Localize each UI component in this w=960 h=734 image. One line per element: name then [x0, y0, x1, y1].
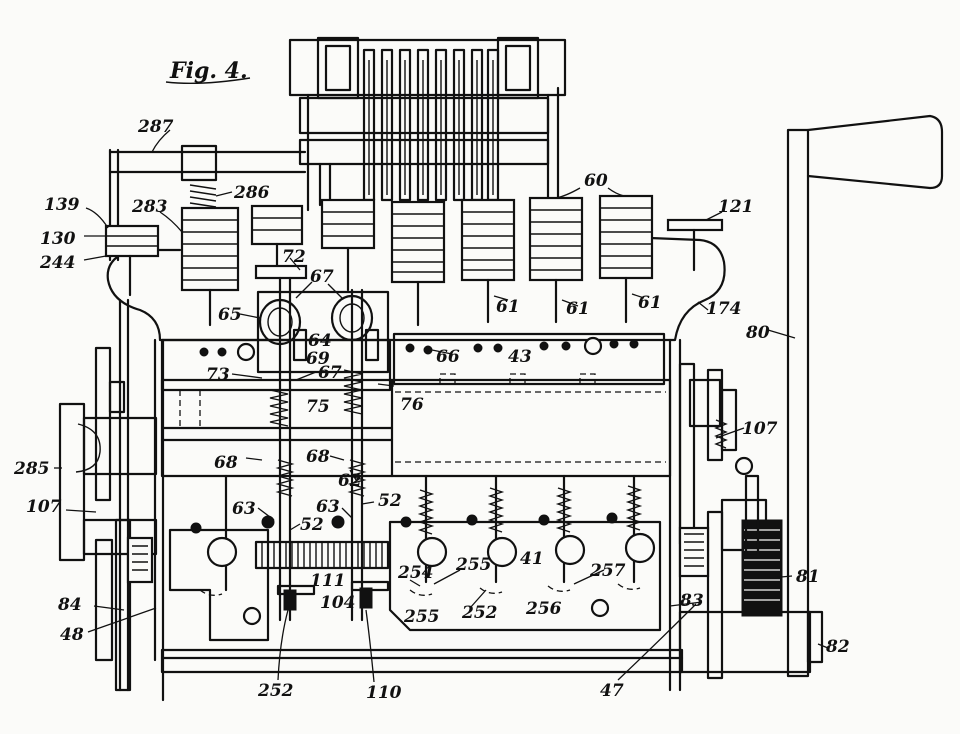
label-63b: 63: [316, 497, 340, 517]
label-139: 139: [44, 195, 80, 215]
label-76: 76: [400, 395, 424, 415]
label-252a: 252: [461, 603, 498, 623]
center-linkage: [254, 264, 390, 622]
label-286: 286: [233, 183, 270, 203]
drum: [160, 378, 722, 478]
label-52a: 52: [378, 491, 402, 511]
threaded-rod: [254, 540, 390, 611]
label-256: 256: [525, 599, 562, 619]
label-75: 75: [306, 397, 330, 417]
label-287: 287: [137, 117, 174, 137]
label-283: 283: [131, 197, 168, 217]
label-69: 69: [306, 349, 330, 369]
label-47: 47: [600, 681, 624, 701]
label-61b: 61: [566, 299, 590, 319]
label-63a: 63: [232, 499, 256, 519]
label-81: 81: [795, 567, 820, 587]
label-84: 84: [57, 595, 82, 615]
label-110: 110: [366, 683, 402, 703]
label-64: 64: [308, 331, 332, 351]
label-52b: 52: [300, 515, 324, 535]
label-65: 65: [218, 305, 242, 325]
label-254: 254: [397, 563, 434, 583]
label-80: 80: [745, 323, 770, 343]
label-68a: 68: [214, 453, 238, 473]
label-82: 82: [825, 637, 850, 657]
label-72: 72: [282, 247, 306, 267]
label-66: 66: [436, 347, 460, 367]
label-68b: 68: [306, 447, 330, 467]
label-285: 285: [13, 459, 50, 479]
label-130: 130: [40, 229, 76, 249]
left-gearing: [58, 346, 158, 692]
label-174: 174: [706, 299, 742, 319]
label-61c: 61: [638, 293, 662, 313]
coil-blocks: [104, 194, 724, 327]
label-60: 60: [584, 171, 608, 191]
label-104: 104: [320, 593, 356, 613]
comb-bars: [362, 48, 500, 202]
label-62: 62: [338, 471, 362, 491]
label-61a: 61: [496, 297, 520, 317]
label-83: 83: [679, 591, 704, 611]
label-111: 111: [310, 571, 346, 591]
label-67b: 67: [318, 363, 342, 383]
lower-frame: [168, 512, 662, 642]
label-255a: 255: [455, 555, 492, 575]
label-255b: 255: [403, 607, 440, 627]
label-73: 73: [206, 365, 230, 385]
label-252b: 252: [257, 681, 294, 701]
label-67a: 67: [310, 267, 334, 287]
middle-plate: [160, 332, 666, 392]
label-107a: 107: [742, 419, 778, 439]
label-48: 48: [60, 625, 84, 645]
label-257: 257: [589, 561, 626, 581]
label-107b: 107: [26, 497, 62, 517]
leader-lines: [54, 129, 829, 683]
reference-labels: Fig. 4. 287 139 130 244 283 286 60 121 7…: [13, 58, 850, 703]
label-41: 41: [520, 549, 544, 569]
flag-lever: [786, 114, 944, 678]
right-gearing: [678, 362, 783, 680]
label-43: 43: [508, 347, 532, 367]
label-244: 244: [39, 253, 76, 273]
label-121: 121: [718, 197, 754, 217]
